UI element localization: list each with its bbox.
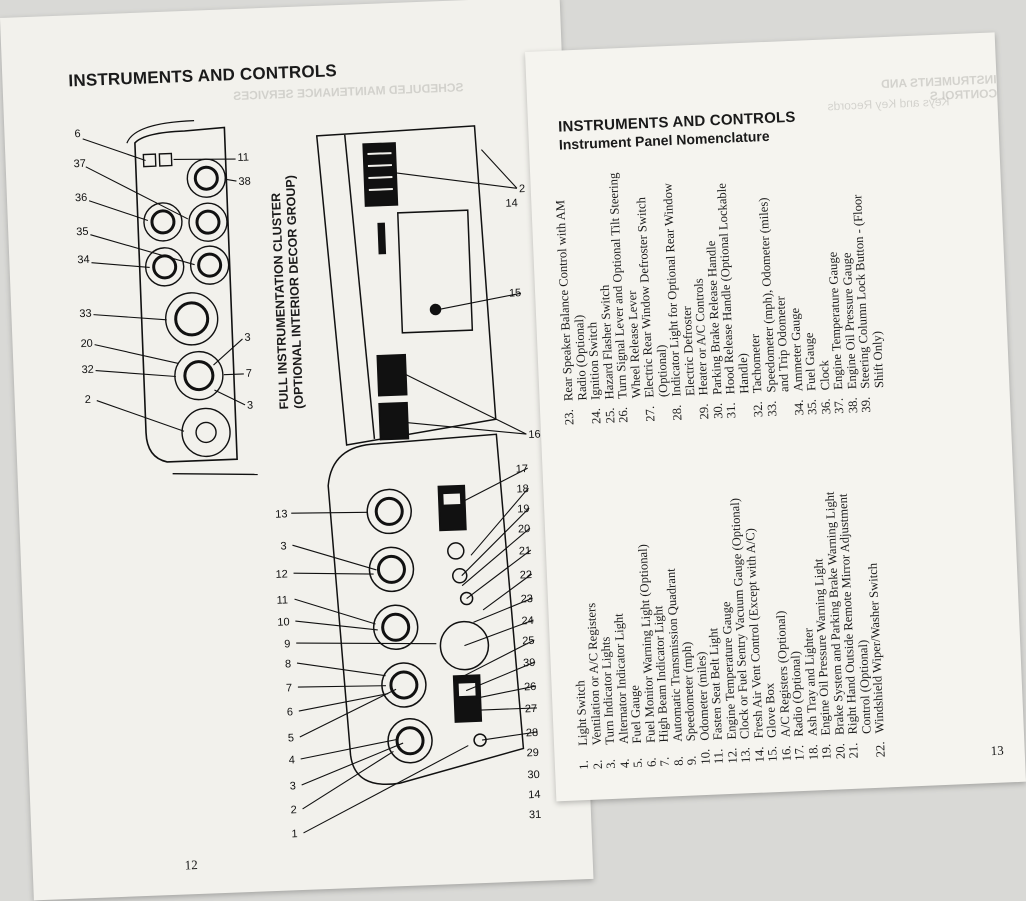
callout-number: 29 bbox=[526, 747, 539, 759]
callout-number: 14 bbox=[528, 789, 541, 801]
callout-number: 5 bbox=[288, 732, 295, 744]
callout-number: 22 bbox=[520, 569, 533, 581]
callout-number: 28 bbox=[526, 727, 539, 739]
callout-number: 4 bbox=[288, 754, 295, 766]
callout-number: 3 bbox=[289, 780, 296, 792]
callout-number: 20 bbox=[80, 338, 93, 350]
callout-number: 9 bbox=[284, 638, 291, 650]
item-number: 19. bbox=[819, 743, 834, 760]
item-number: 33. bbox=[764, 400, 779, 417]
item-number: 15. bbox=[765, 745, 780, 763]
callout-number: 2 bbox=[84, 394, 91, 406]
callout-number: 33 bbox=[79, 308, 92, 320]
callout-number: 3 bbox=[280, 540, 287, 552]
item-number: 6. bbox=[644, 757, 659, 768]
item-number: 39. bbox=[858, 396, 874, 413]
callout-number: 14 bbox=[505, 197, 518, 209]
item-number: 28. bbox=[669, 404, 685, 421]
callout-number: 19 bbox=[517, 503, 530, 515]
callout-number: 37 bbox=[73, 158, 86, 170]
callout-number: 11 bbox=[237, 152, 249, 164]
item-number: 17. bbox=[792, 744, 807, 761]
item-number: 22. bbox=[873, 741, 888, 758]
page-number: 12 bbox=[184, 857, 198, 873]
callout-number: 6 bbox=[74, 128, 81, 140]
item-number: 11. bbox=[711, 748, 726, 765]
callout-number: 36 bbox=[75, 192, 88, 204]
item-number: 27. bbox=[642, 405, 658, 422]
callout-number: 18 bbox=[516, 483, 529, 495]
callout-number: 20 bbox=[518, 523, 531, 535]
callout-number: 2 bbox=[290, 804, 297, 816]
callout-number: 23 bbox=[520, 593, 533, 605]
callout-number: 3 bbox=[244, 332, 251, 344]
full-instrumentation-cluster bbox=[126, 120, 258, 476]
item-number: 24. bbox=[588, 407, 604, 425]
callout-number: 3 bbox=[247, 400, 254, 412]
item-number: 32. bbox=[750, 401, 766, 418]
item-number: 21. bbox=[846, 742, 861, 759]
item-number: 13. bbox=[738, 746, 753, 764]
item-number: 1. bbox=[576, 760, 591, 771]
callout-number: 38 bbox=[238, 176, 251, 188]
callout-number: 6 bbox=[287, 706, 294, 718]
bleed-through-text: Keys and Key Records bbox=[827, 94, 950, 114]
item-number: 3. bbox=[603, 758, 618, 769]
callout-number: 10 bbox=[277, 616, 290, 628]
left-page: SCHEDULED MAINTENANCE SERVICES INSTRUMEN… bbox=[0, 0, 594, 901]
item-number: 7. bbox=[657, 756, 672, 767]
item-number: 37. bbox=[831, 397, 847, 415]
item-number: 9. bbox=[684, 755, 699, 766]
callout-number: 26 bbox=[524, 681, 537, 693]
callout-number: 15 bbox=[509, 287, 522, 299]
callout-number: 12 bbox=[275, 568, 288, 580]
callout-number: 30 bbox=[527, 769, 540, 781]
callout-number: 24 bbox=[521, 615, 534, 627]
callout-number: 7 bbox=[286, 682, 293, 694]
item-number: 29. bbox=[696, 403, 712, 420]
item-number: 35. bbox=[804, 398, 820, 416]
callout-number: 32 bbox=[81, 364, 94, 376]
item-number: 26. bbox=[615, 406, 631, 424]
callout-number: 31 bbox=[529, 809, 542, 821]
item-number: 4. bbox=[617, 758, 632, 769]
item-number: 2. bbox=[590, 759, 605, 770]
callout-number: 39 bbox=[523, 657, 536, 669]
page-number: 13 bbox=[990, 742, 1004, 759]
callout-number: 27 bbox=[525, 703, 538, 715]
callout-number: 2 bbox=[519, 183, 526, 195]
callout-number: 25 bbox=[522, 635, 535, 647]
callout-number: 11 bbox=[276, 594, 288, 606]
callout-number: 8 bbox=[285, 658, 292, 670]
instrument-panel-diagram: 6 37 36 35 34 33 20 32 2 11 38 3 7 3 bbox=[73, 120, 542, 840]
item-number: 31. bbox=[723, 402, 739, 419]
callout-number: 1 bbox=[291, 828, 298, 840]
instrument-panel-main bbox=[327, 433, 525, 785]
callout-number: 21 bbox=[519, 545, 532, 557]
callout-number: 13 bbox=[275, 508, 288, 520]
callout-number: 17 bbox=[515, 463, 528, 475]
dashboard-upper bbox=[315, 125, 497, 446]
callout-number: 16 bbox=[528, 429, 541, 441]
callout-number: 7 bbox=[246, 368, 253, 380]
callout-number: 35 bbox=[76, 226, 89, 238]
item-number: 23. bbox=[561, 409, 577, 426]
item-number: 5. bbox=[630, 757, 645, 768]
callout-number: 34 bbox=[77, 254, 90, 266]
item-number: 8. bbox=[671, 756, 686, 767]
